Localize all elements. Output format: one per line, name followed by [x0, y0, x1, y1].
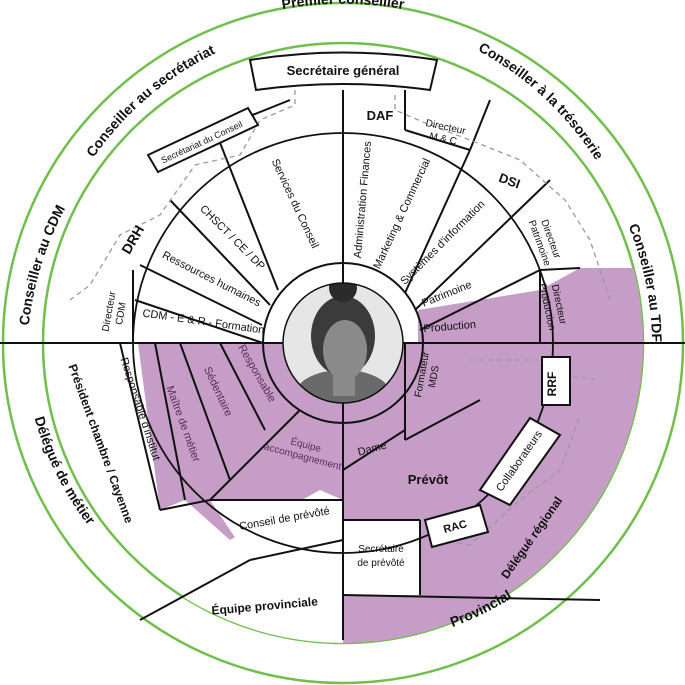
secretaire-prevote-cell: [343, 520, 420, 595]
directeur-cdm-label: DirecteurCDM: [101, 290, 131, 335]
daf-label: DAF: [367, 108, 394, 123]
secretaire-general-label: Secrétaire général: [287, 63, 400, 78]
prevot-label: Prévôt: [408, 472, 449, 487]
secretaire-general-box: [248, 51, 439, 92]
production-label: Production: [423, 319, 476, 336]
rrf-label: RRF: [545, 372, 559, 397]
conseil-prevote-cell: [210, 500, 343, 560]
rac-box: [423, 503, 490, 549]
dsi-label: DSI: [497, 170, 522, 192]
rac-label: RAC: [442, 518, 468, 536]
rrf-box: [541, 356, 571, 406]
production-region: [343, 268, 643, 343]
secretariat-conseil-box: [146, 106, 260, 174]
lower-left-purple-region: [138, 343, 343, 540]
collaborateurs-box: [478, 416, 562, 507]
avatar: [282, 282, 404, 404]
boxes: [146, 51, 571, 549]
